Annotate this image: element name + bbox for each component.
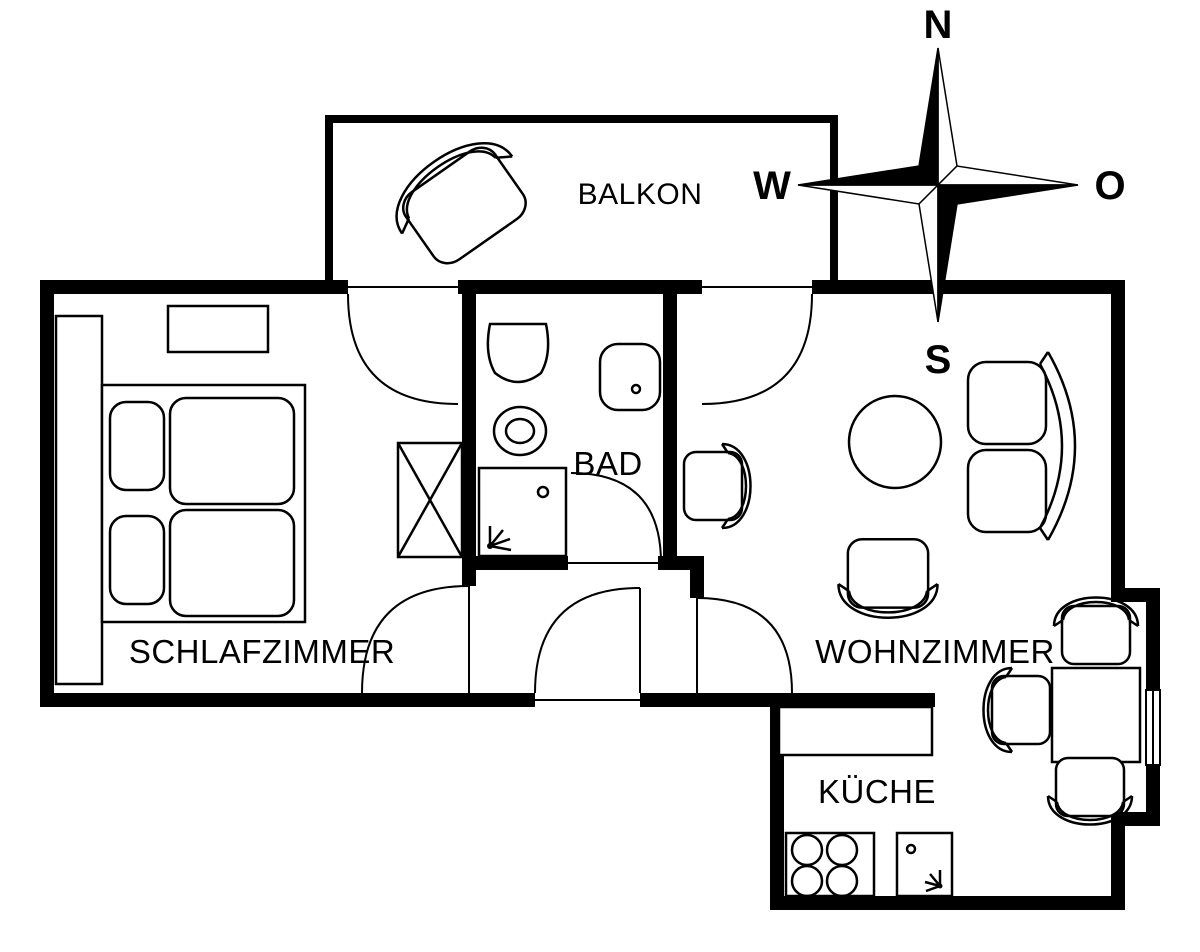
kitchen-counter (777, 705, 934, 757)
sofa-cushion-top (966, 360, 1048, 446)
walls (40, 115, 1160, 910)
label-kitchen: KÜCHE (818, 773, 936, 810)
wall-bathroom-east (663, 294, 677, 570)
wall-kitchen-south (770, 896, 1125, 910)
wall-east-lower (1111, 826, 1125, 910)
living-room-furniture (682, 351, 1142, 826)
burner-4 (825, 864, 859, 898)
door-thresholds (348, 286, 812, 701)
compass-label-north: N (924, 3, 953, 47)
sink-cabinet-drain (630, 383, 642, 395)
sofa-back-inner (1038, 363, 1064, 529)
wall-bay-east-lower (1146, 765, 1160, 826)
wall-east-upper (1111, 280, 1125, 588)
compass-point-w-south (797, 184, 940, 205)
compass-point-s-east (937, 183, 958, 323)
wall-balcony-north (325, 115, 838, 123)
wall-south-west (40, 693, 535, 707)
room-labels: BALKON BAD SCHLAFZIMMER WOHNZIMMER KÜCHE (129, 178, 1055, 810)
sofa-back-cap-bottom (1038, 527, 1050, 541)
compass-point-n-west (918, 47, 939, 187)
shower-drain (536, 485, 550, 499)
balcony-furniture (376, 121, 546, 280)
wall-top-west (40, 280, 348, 294)
wall-top-east (812, 280, 1125, 294)
mattress-top (168, 396, 296, 506)
door-swings (347, 293, 813, 694)
bathroom-fixtures (477, 322, 662, 558)
bedroom-furniture (54, 304, 464, 686)
shower-head-icon (488, 526, 512, 552)
compass-point-o-south (936, 184, 1079, 205)
sofa-cushion-bottom (966, 448, 1048, 534)
deck-chair (376, 121, 546, 280)
dining-table (1050, 666, 1142, 764)
wall-top-middle (458, 280, 702, 294)
crossed-cabinet-diagonal-2 (396, 442, 464, 558)
door-arc-balcony-east (701, 293, 813, 405)
shower-head-dot (487, 543, 493, 549)
armchair (836, 537, 940, 620)
washbasin (486, 322, 550, 384)
pillow-left-top (108, 400, 166, 492)
kitchen-fixtures (777, 705, 954, 898)
crossed-cabinet (396, 441, 464, 559)
label-bathroom: BAD (573, 445, 642, 482)
compass-label-east: O (1094, 164, 1125, 208)
shower (477, 466, 568, 558)
wardrobe (54, 314, 104, 686)
compass-label-west: W (753, 164, 791, 208)
kitchen-sprayer-dot (937, 883, 943, 889)
sofa-back-outer (1046, 351, 1077, 541)
wall-bay-east-upper (1146, 588, 1160, 690)
wall-south-middle (640, 693, 935, 707)
sink-cabinet (598, 342, 662, 412)
wall-west (40, 280, 54, 707)
door-arc-living-room (696, 597, 793, 694)
compass-point-n-east (937, 47, 958, 187)
label-balcony: BALKON (578, 178, 703, 211)
sofa (966, 351, 1077, 541)
console-chair (682, 442, 752, 530)
bay-window (1145, 689, 1161, 766)
sofa-back-cap-top (1038, 351, 1050, 365)
door-arc-bathroom (570, 472, 662, 564)
wall-balcony-east (830, 115, 838, 280)
toilet (492, 405, 548, 457)
wall-hall-east-stub (690, 556, 704, 598)
kitchen-sink-faucet (905, 843, 917, 855)
dresser (166, 304, 270, 354)
round-table (847, 394, 943, 490)
pillow-left-bottom (108, 514, 166, 606)
wall-bathroom-west (462, 294, 476, 586)
compass-rose: N W O S (753, 3, 1125, 382)
wall-balcony-west (325, 115, 333, 280)
compass-point-s-west (918, 183, 939, 323)
burner-3 (790, 864, 824, 898)
dining-chair-south (1046, 756, 1134, 826)
label-living-room: WOHNZIMMER (815, 633, 1055, 670)
door-arc-bedroom (361, 585, 470, 694)
door-arc-entry (534, 587, 641, 694)
label-bedroom: SCHLAFZIMMER (129, 633, 395, 670)
compass-point-o-north (936, 165, 1079, 186)
kitchen-sink-unit (895, 831, 954, 898)
dining-chair-north (1052, 596, 1140, 666)
compass-point-w-north (797, 165, 940, 186)
toilet-bowl (504, 417, 536, 445)
wall-bathroom-south-west (476, 556, 568, 570)
kitchen-sink (895, 831, 954, 898)
mattress-bottom (168, 508, 296, 618)
door-arc-balcony-west (347, 293, 459, 405)
compass-label-south: S (925, 338, 952, 382)
kitchen-sprayer-icon (924, 870, 942, 893)
dining-chair-west (982, 666, 1052, 754)
